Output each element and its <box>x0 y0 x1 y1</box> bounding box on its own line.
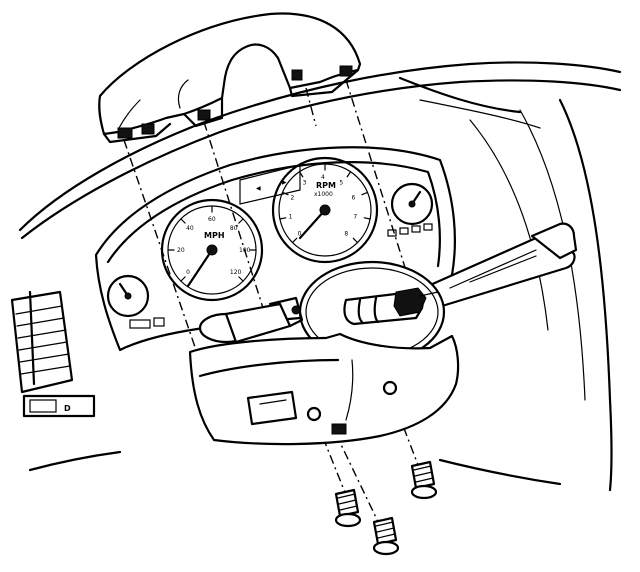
tachometer-scale-labels: 0 1 2 3 4 5 6 7 8 <box>289 174 358 237</box>
upper-column-cover <box>98 12 362 144</box>
speedometer-scale-label: 60 <box>208 216 216 223</box>
warning-lamp-cluster <box>129 223 433 329</box>
tachometer-tick <box>281 191 289 196</box>
temperature-gauge <box>390 182 434 226</box>
cover-clip-2 <box>141 123 155 135</box>
turn-signal-left-icon: ◀ <box>256 185 261 192</box>
speedometer-hub <box>206 244 218 256</box>
tachometer-scale-label: 6 <box>351 194 355 201</box>
multifunction-lever <box>426 222 578 308</box>
tachometer-tick <box>291 237 298 244</box>
tachometer-scale-label: 0 <box>298 230 302 237</box>
tachometer-scale-label: 1 <box>289 213 293 220</box>
tachometer-tick <box>361 191 369 196</box>
speedometer-scale-label: 40 <box>186 225 194 232</box>
tachometer-hub <box>319 204 331 216</box>
shift-indicator: D <box>22 394 96 418</box>
speedometer-scale-label: 20 <box>177 247 185 254</box>
tachometer-tick <box>279 217 287 220</box>
retaining-screw-3 <box>410 460 438 500</box>
retaining-screw-1 <box>334 488 362 528</box>
speedometer-scale-label: 0 <box>186 269 190 276</box>
speedometer-tick <box>238 276 244 282</box>
tachometer-tick <box>352 237 359 244</box>
tachometer-tick <box>346 171 352 178</box>
tachometer-tick <box>298 171 304 178</box>
retaining-screw-2 <box>372 516 400 556</box>
tachometer-unit-label: RPM <box>316 181 336 190</box>
speedometer-ticks <box>167 205 257 282</box>
tachometer-scale-label: 4 <box>321 174 325 181</box>
cover-clip-3 <box>197 109 211 121</box>
tachometer-gauge: 0 1 2 3 4 5 6 7 8 RPM x1000 <box>271 156 379 264</box>
speedometer-unit-label: MPH <box>204 231 225 240</box>
cover-clip-1 <box>117 127 133 139</box>
lower-cover-tab <box>331 423 347 435</box>
tachometer-scale-label: 3 <box>303 180 307 187</box>
turn-signal-right-icon: ▶ <box>282 179 287 186</box>
speedometer-tick <box>238 218 244 224</box>
tachometer-needle <box>298 208 327 240</box>
tachometer-scale-label: 2 <box>291 194 295 201</box>
lower-column-cover <box>188 332 460 446</box>
fuel-gauge <box>106 274 150 318</box>
air-vent <box>10 290 74 394</box>
speedometer-tick <box>180 218 186 224</box>
tachometer-scale-label: 7 <box>353 213 357 220</box>
tachometer-scale-label: 8 <box>344 230 348 237</box>
screw-hole-right <box>382 380 398 396</box>
tachometer-multiplier-label: x1000 <box>314 191 333 198</box>
tilt-lever <box>198 296 304 344</box>
cover-clip-5 <box>339 65 353 77</box>
tachometer-ticks <box>279 163 371 244</box>
screw-hole-left <box>306 406 322 422</box>
speedometer-scale-label: 80 <box>230 225 238 232</box>
speedometer-needle <box>186 248 214 288</box>
tachometer-scale-label: 5 <box>339 180 343 187</box>
tachometer-tick <box>363 217 371 220</box>
shift-indicator-gear: D <box>64 404 71 413</box>
speedometer-tick <box>180 276 186 282</box>
speedometer-scale-label: 120 <box>230 269 242 276</box>
cover-clip-4 <box>291 69 303 81</box>
